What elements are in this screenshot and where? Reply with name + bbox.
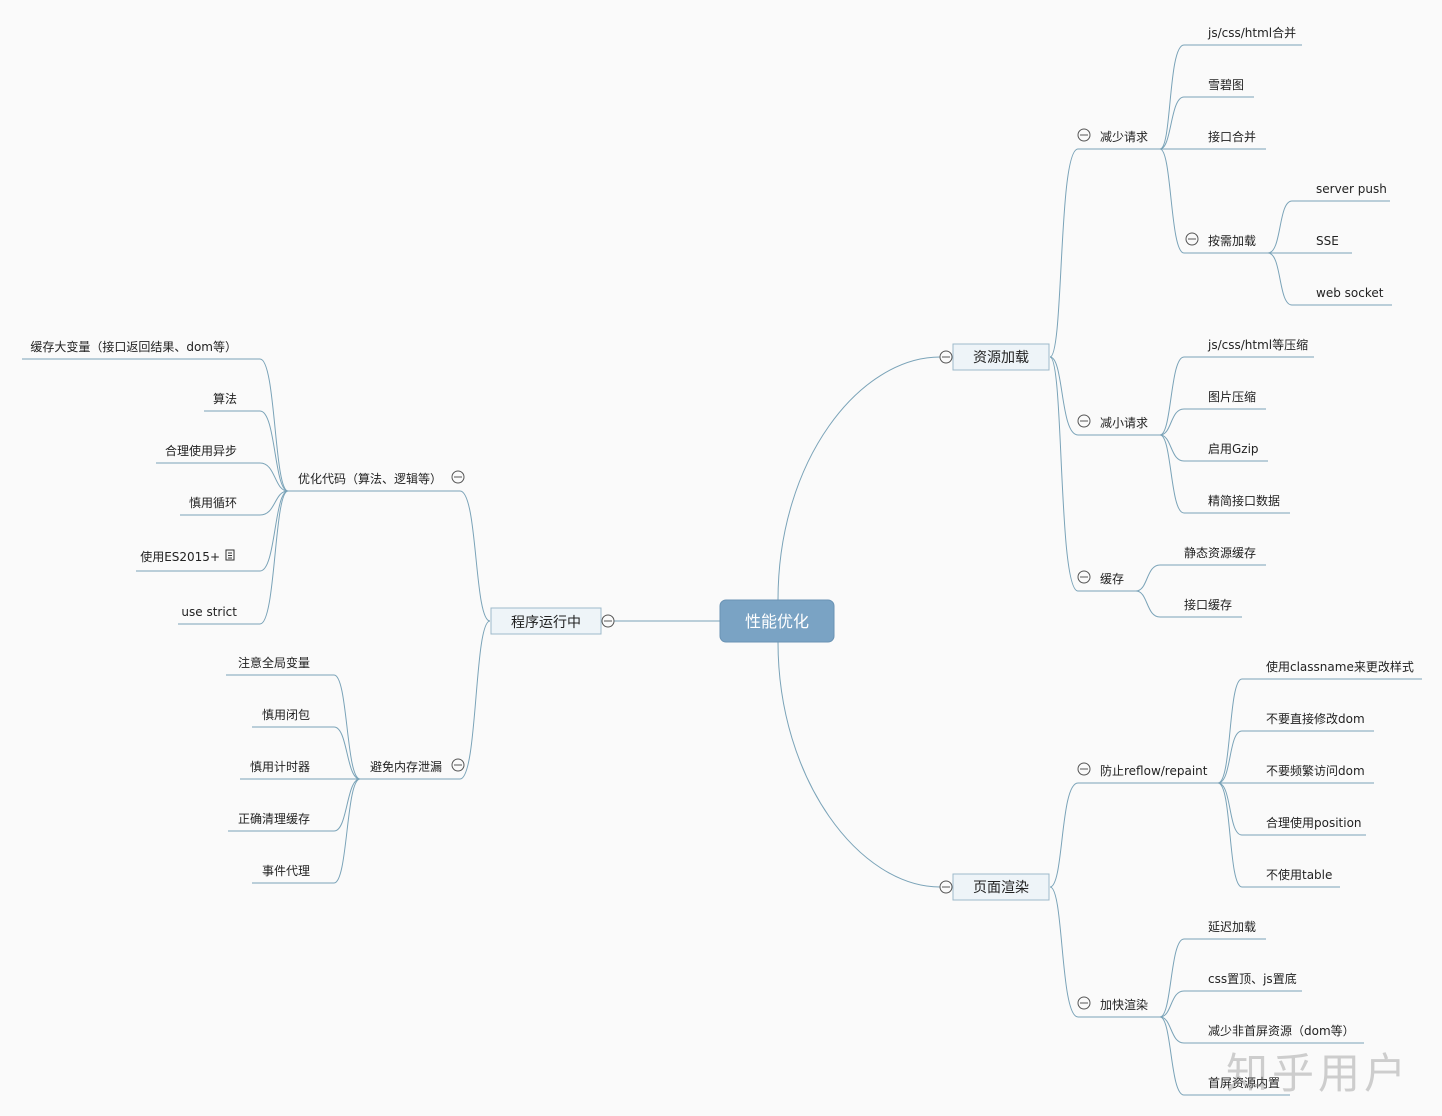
minus-circle-icon[interactable] — [1077, 128, 1091, 142]
note-icon[interactable] — [225, 549, 235, 561]
leaf-item[interactable]: 雪碧图 — [1208, 78, 1244, 92]
leaf-item[interactable]: 不要频繁访问dom — [1266, 763, 1365, 778]
leaf-item[interactable]: 首屏资源内置 — [1208, 1076, 1280, 1090]
leaf-item[interactable]: js/css/html等压缩 — [1207, 337, 1308, 352]
minus-circle-icon[interactable] — [451, 470, 465, 484]
leaf-item[interactable]: use strict — [181, 605, 237, 619]
main-node-resource[interactable]: 资源加载 — [952, 343, 1050, 371]
leaf-item[interactable]: 使用ES2015+ — [140, 549, 220, 564]
root-label: 性能优化 — [745, 612, 809, 631]
leaf-item[interactable]: SSE — [1316, 234, 1339, 248]
branch-reduce-requests[interactable]: 减少请求 — [1100, 130, 1148, 144]
branch-optimize[interactable]: 优化代码（算法、逻辑等） — [298, 471, 442, 486]
leaf-item[interactable]: 算法 — [213, 391, 237, 406]
leaf-item[interactable]: 图片压缩 — [1208, 389, 1256, 404]
branch-shrink-requests[interactable]: 减小请求 — [1100, 416, 1148, 430]
leaf-item[interactable]: web socket — [1316, 286, 1384, 300]
leaf-item[interactable]: 静态资源缓存 — [1184, 546, 1256, 560]
minus-circle-icon[interactable] — [939, 880, 953, 894]
branch-leak[interactable]: 避免内存泄漏 — [370, 759, 442, 774]
leaf-item[interactable]: 注意全局变量 — [238, 655, 310, 670]
leaf-item[interactable]: css置顶、js置底 — [1208, 971, 1297, 986]
minus-circle-icon[interactable] — [1185, 232, 1199, 246]
leaf-item[interactable]: 减少非首屏资源（dom等） — [1208, 1024, 1355, 1038]
main-node-runtime[interactable]: 程序运行中 — [490, 607, 602, 635]
leaf-item[interactable]: 接口缓存 — [1184, 597, 1232, 612]
main-label-render: 页面渲染 — [973, 880, 1029, 896]
minus-circle-icon[interactable] — [1077, 414, 1091, 428]
leaf-item[interactable]: server push — [1316, 182, 1387, 196]
leaf-item[interactable]: 启用Gzip — [1208, 442, 1259, 456]
minus-circle-icon[interactable] — [1077, 996, 1091, 1010]
branch-reflow[interactable]: 防止reflow/repaint — [1100, 763, 1208, 778]
leaf-item[interactable]: 事件代理 — [262, 864, 310, 878]
leaf-item[interactable]: 慎用计时器 — [250, 760, 310, 774]
connectors — [22, 44, 1422, 1096]
leaf-item[interactable]: 慎用闭包 — [262, 708, 310, 722]
leaf-item[interactable]: 接口合并 — [1208, 129, 1256, 144]
leaf-item[interactable]: 延迟加载 — [1208, 920, 1256, 934]
leaf-item[interactable]: 正确清理缓存 — [238, 812, 310, 826]
root-node[interactable]: 性能优化 — [719, 599, 835, 643]
minus-circle-icon[interactable] — [1077, 570, 1091, 584]
leaf-item[interactable]: 合理使用position — [1266, 815, 1362, 830]
leaf-item[interactable]: js/css/html合并 — [1207, 25, 1296, 40]
watermark: 知乎用户 — [1226, 1049, 1411, 1098]
branch-cache[interactable]: 缓存 — [1100, 572, 1124, 586]
branch-on-demand[interactable]: 按需加载 — [1208, 234, 1256, 248]
branch-speedup[interactable]: 加快渲染 — [1100, 997, 1148, 1012]
minus-circle-icon[interactable] — [939, 350, 953, 364]
leaf-item[interactable]: 不要直接修改dom — [1266, 711, 1365, 726]
leaf-item[interactable]: 缓存大变量（接口返回结果、dom等） — [30, 339, 237, 354]
minus-circle-icon[interactable] — [451, 758, 465, 772]
leaf-item[interactable]: 不使用table — [1266, 867, 1332, 882]
leaf-item[interactable]: 慎用循环 — [189, 496, 237, 510]
leaf-item[interactable]: 使用classname来更改样式 — [1266, 659, 1414, 674]
main-node-render[interactable]: 页面渲染 — [952, 873, 1050, 901]
minus-circle-icon[interactable] — [1077, 762, 1091, 776]
leaf-item[interactable]: 合理使用异步 — [165, 443, 237, 458]
main-label-runtime: 程序运行中 — [511, 615, 581, 631]
main-label-resource: 资源加载 — [973, 350, 1029, 366]
leaf-item[interactable]: 精简接口数据 — [1208, 493, 1280, 508]
minus-circle-icon[interactable] — [601, 614, 615, 628]
